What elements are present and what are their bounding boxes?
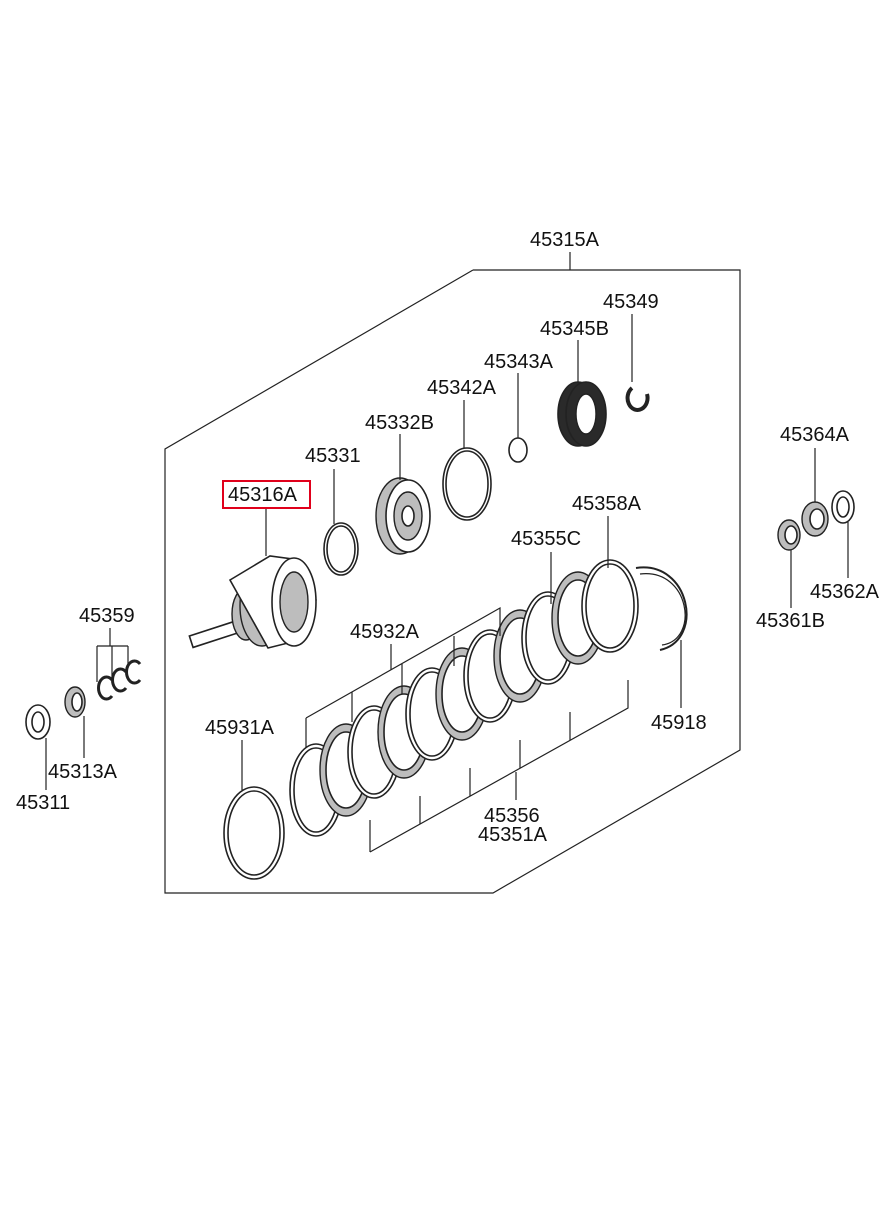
label-45364A: 45364A (780, 424, 850, 446)
label-45355C: 45355C (511, 528, 581, 550)
part-45311-washer (25, 704, 51, 740)
selected-part-highlight (222, 480, 311, 509)
label-45342A: 45342A (427, 377, 497, 399)
part-45316A-retainer-shaft (188, 555, 317, 649)
label-45358A: 45358A (572, 493, 642, 515)
part-45364A-thrust-bearing (801, 501, 829, 537)
part-45345B-gear-ring (557, 381, 607, 447)
part-45362A-washer (831, 490, 855, 524)
label-45356: 45356 (484, 805, 540, 827)
part-45361B-bearing (777, 519, 801, 551)
label-45316A: 45316A (228, 484, 298, 506)
part-45359-snap-rings (97, 659, 142, 701)
part-45343A-o-ring (508, 437, 528, 463)
part-45349-snap-ring (625, 386, 650, 412)
label-45932A: 45932A (350, 621, 420, 643)
label-45362A: 45362A (810, 581, 880, 603)
label-45351A: 45351A (478, 824, 548, 846)
label-45331: 45331 (305, 445, 361, 467)
label-45311: 45311 (16, 792, 70, 814)
label-45332B: 45332B (365, 412, 434, 434)
assembly-boundary (164, 269, 741, 894)
part-45313A-bearing (64, 686, 86, 718)
part-45342A-seal-ring (442, 447, 492, 521)
label-45313A: 45313A (48, 761, 118, 783)
label-45361B: 45361B (756, 610, 825, 632)
label-45918: 45918 (651, 712, 707, 734)
bracket-45932A (305, 606, 501, 748)
clutch-pack (223, 559, 688, 880)
label-45931A: 45931A (205, 717, 275, 739)
bracket-45359 (96, 628, 129, 682)
part-45332B-piston (375, 477, 431, 555)
part-45331-seal-ring (323, 522, 359, 576)
label-45315A: 45315A (530, 229, 600, 251)
label-45349: 45349 (603, 291, 659, 313)
label-45343A: 45343A (484, 351, 554, 373)
bracket-45356-45351A (369, 680, 629, 853)
label-45359: 45359 (79, 605, 135, 627)
label-45345B: 45345B (540, 318, 609, 340)
